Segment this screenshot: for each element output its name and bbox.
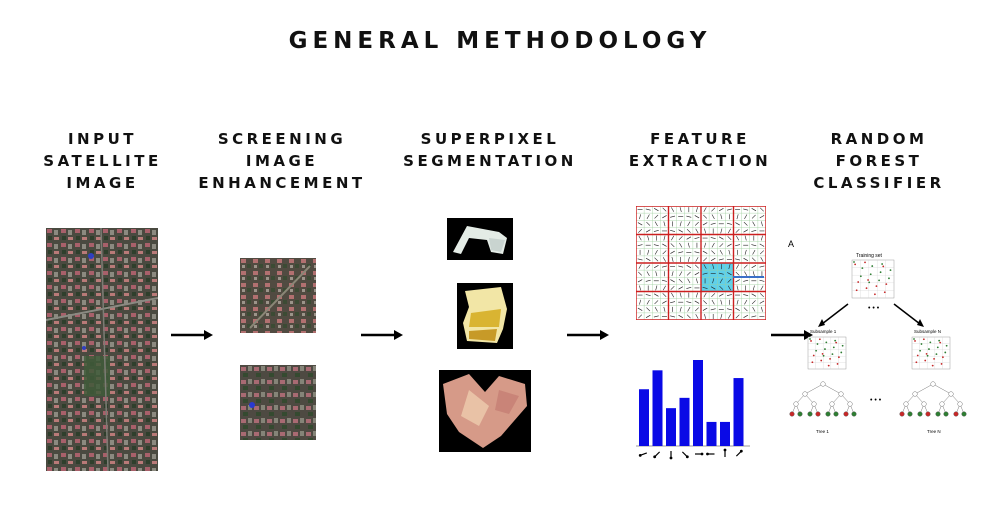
hog-cell-grid	[636, 206, 766, 320]
subsample-1-grid	[807, 336, 847, 370]
satellite-image	[46, 228, 158, 471]
histogram-bar	[693, 360, 703, 446]
ellipsis-bottom: • • •	[870, 397, 882, 404]
histogram-bar	[720, 421, 730, 446]
training-set-label: Training set	[856, 253, 883, 259]
superpixel-segment-2	[457, 283, 513, 349]
subsample-n-label: Subsample N	[914, 329, 941, 334]
random-forest-diagram: A Training set • • • Subsample 1 Subsamp…	[778, 232, 978, 442]
histogram-bar	[639, 389, 649, 446]
enhanced-patch-1	[240, 258, 316, 333]
orientation-histogram	[634, 358, 760, 462]
histogram-bar	[666, 408, 676, 446]
superpixel-segment-1	[447, 218, 513, 260]
histogram-bar	[733, 378, 744, 446]
highlighted-cell	[701, 263, 733, 291]
subsample-1-label: Subsample 1	[810, 329, 837, 334]
tree-1-label: Tree 1	[816, 429, 829, 434]
page-title: GENERAL METHODOLOGY	[288, 28, 712, 54]
superpixel-segment-3	[439, 370, 531, 452]
ellipsis-top: • • •	[868, 305, 880, 312]
enhanced-patch-2	[240, 365, 316, 440]
arrow-feature-to-classifier	[770, 328, 814, 342]
subsample-n-grid	[911, 336, 951, 370]
arrow-superpixel-to-feature	[566, 328, 610, 342]
tree-1	[789, 381, 857, 417]
arrow-to-subsample-n	[893, 303, 921, 325]
histogram-bar	[652, 370, 663, 446]
histogram-bar	[679, 397, 690, 446]
arrow-input-to-screening	[170, 328, 214, 342]
tree-n-label: Tree N	[927, 429, 941, 434]
forest-panel-label: A	[788, 239, 794, 249]
arrow-screening-to-superpixel	[360, 328, 404, 342]
training-set-grid	[851, 259, 895, 299]
histogram-bar	[706, 421, 717, 446]
arrow-to-subsample-1	[821, 303, 849, 325]
tree-n	[899, 381, 967, 417]
